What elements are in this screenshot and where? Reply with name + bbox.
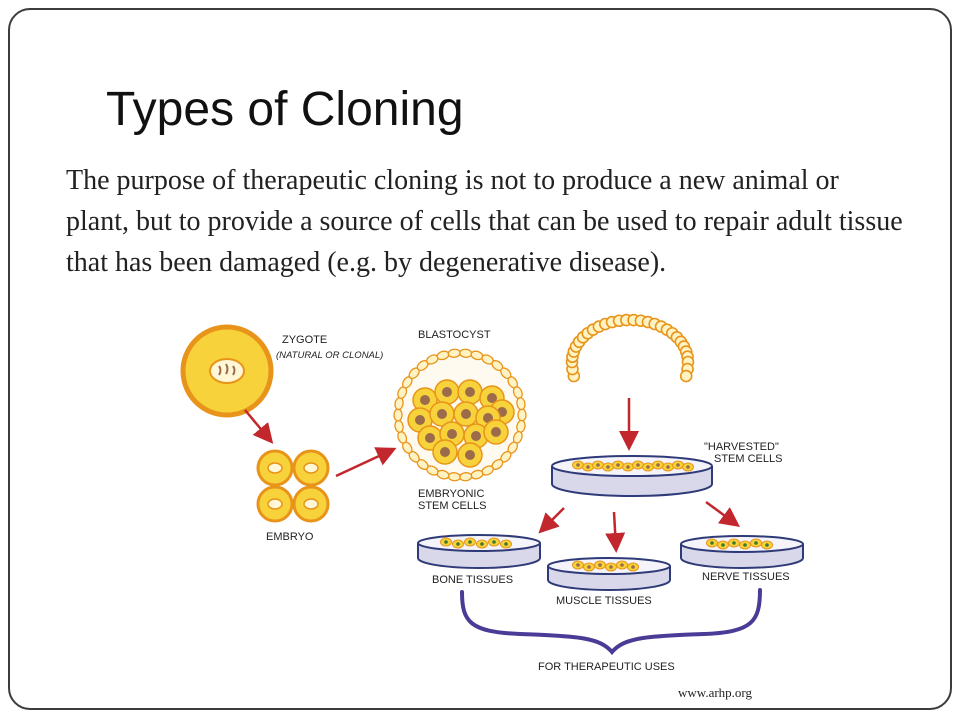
therapeutic-brace	[460, 588, 762, 656]
dish-cell-nucleus	[598, 563, 602, 567]
cell-nucleus	[442, 387, 452, 397]
dish-cell-nucleus	[620, 563, 624, 567]
muscle-tissue-dish	[547, 557, 671, 591]
cell-nucleus	[447, 429, 457, 439]
dish-cell-nucleus	[609, 565, 613, 569]
embryonic-stem-cells-label-line2: STEM CELLS	[418, 500, 486, 512]
arrow-to-bone	[538, 507, 565, 534]
bone-tissue-dish	[417, 534, 541, 569]
blastocyst-label: BLASTOCYST	[418, 329, 491, 341]
dish-cell-nucleus	[468, 540, 472, 544]
harvested-label-line2: STEM CELLS	[714, 453, 782, 465]
blastocyst	[393, 348, 527, 482]
blastocyst-ring-cell	[393, 408, 403, 422]
dish-cell-nucleus	[732, 541, 736, 545]
source-credit: www.arhp.org	[678, 685, 753, 700]
blastocyst-ring-cell	[517, 408, 527, 422]
dish-cell-nucleus	[686, 465, 690, 469]
blastocyst-ring-cell	[459, 472, 473, 482]
dish-cell-nucleus	[721, 543, 725, 547]
harvested-label-line1: "HARVESTED"	[704, 441, 779, 453]
dish-cell-nucleus	[676, 463, 680, 467]
arrow-zygote-to-embryo	[244, 409, 274, 444]
blastocyst-ring-cell	[516, 397, 526, 411]
cell-nucleus	[471, 431, 481, 441]
cell-nucleus	[461, 409, 471, 419]
cell-nucleus	[420, 395, 430, 405]
slide-title: Types of Cloning	[106, 83, 464, 136]
nerve-tissue-dish	[680, 535, 804, 569]
dish-cell-nucleus	[616, 463, 620, 467]
arrow-embryo-to-blastocyst	[335, 447, 397, 478]
blastocyst-ring-cell	[459, 348, 473, 358]
bone-tissues-label: BONE TISSUES	[432, 574, 513, 586]
dish-cell-nucleus	[596, 463, 600, 467]
dish-cell-nucleus	[480, 542, 484, 546]
zygote	[180, 324, 274, 418]
zygote-label: ZYGOTE	[282, 334, 327, 346]
cell-nucleus	[491, 427, 501, 437]
blastocyst-ring-cell	[447, 472, 461, 482]
dish-cell-nucleus	[666, 465, 670, 469]
dish-cell-nucleus	[606, 465, 610, 469]
dish-cell-nucleus	[587, 565, 591, 569]
dish-cell-nucleus	[656, 463, 660, 467]
cell-nucleus	[465, 387, 475, 397]
cell-nucleus	[440, 447, 450, 457]
therapeutic-uses-label: FOR THERAPEUTIC USES	[538, 661, 675, 673]
dish-cell-nucleus	[576, 563, 580, 567]
cell-nucleus	[465, 450, 475, 460]
embryo	[256, 449, 330, 523]
cell-nucleus	[415, 415, 425, 425]
arrow-to-muscle	[605, 511, 626, 553]
dish-cell-nucleus	[743, 543, 747, 547]
dish-cell-nucleus	[765, 543, 769, 547]
muscle-tissues-label: MUSCLE TISSUES	[556, 595, 652, 607]
cell-nucleus	[437, 409, 447, 419]
cell-nucleus	[425, 433, 435, 443]
embryo-label: EMBRYO	[266, 531, 314, 543]
stem-cell-chain	[565, 313, 695, 383]
embryonic-stem-cells-label-line1: EMBRYONIC	[418, 488, 484, 500]
dish-cell-nucleus	[754, 541, 758, 545]
dish-cell-nucleus	[492, 540, 496, 544]
slide-body-text: The purpose of therapeutic cloning is no…	[66, 165, 903, 278]
chain-cell	[679, 369, 693, 383]
dish-cell-nucleus	[626, 465, 630, 469]
dish-cell-nucleus	[586, 465, 590, 469]
blastocyst-ring-cell	[447, 348, 461, 358]
nerve-tissues-label: NERVE TISSUES	[702, 571, 790, 583]
dish-cell-nucleus	[444, 540, 448, 544]
dish-cell-nucleus	[631, 565, 635, 569]
dish-cell-nucleus	[504, 542, 508, 546]
dish-cell-nucleus	[646, 465, 650, 469]
zygote-sublabel: (NATURAL OR CLONAL)	[276, 350, 383, 361]
dish-cell-nucleus	[710, 541, 714, 545]
harvested-dish	[551, 455, 713, 497]
dish-cell-nucleus	[576, 463, 580, 467]
cell-nucleus	[487, 393, 497, 403]
dish-cell-nucleus	[636, 463, 640, 467]
dish-cell-nucleus	[456, 542, 460, 546]
arrow-to-nerve	[705, 500, 741, 527]
